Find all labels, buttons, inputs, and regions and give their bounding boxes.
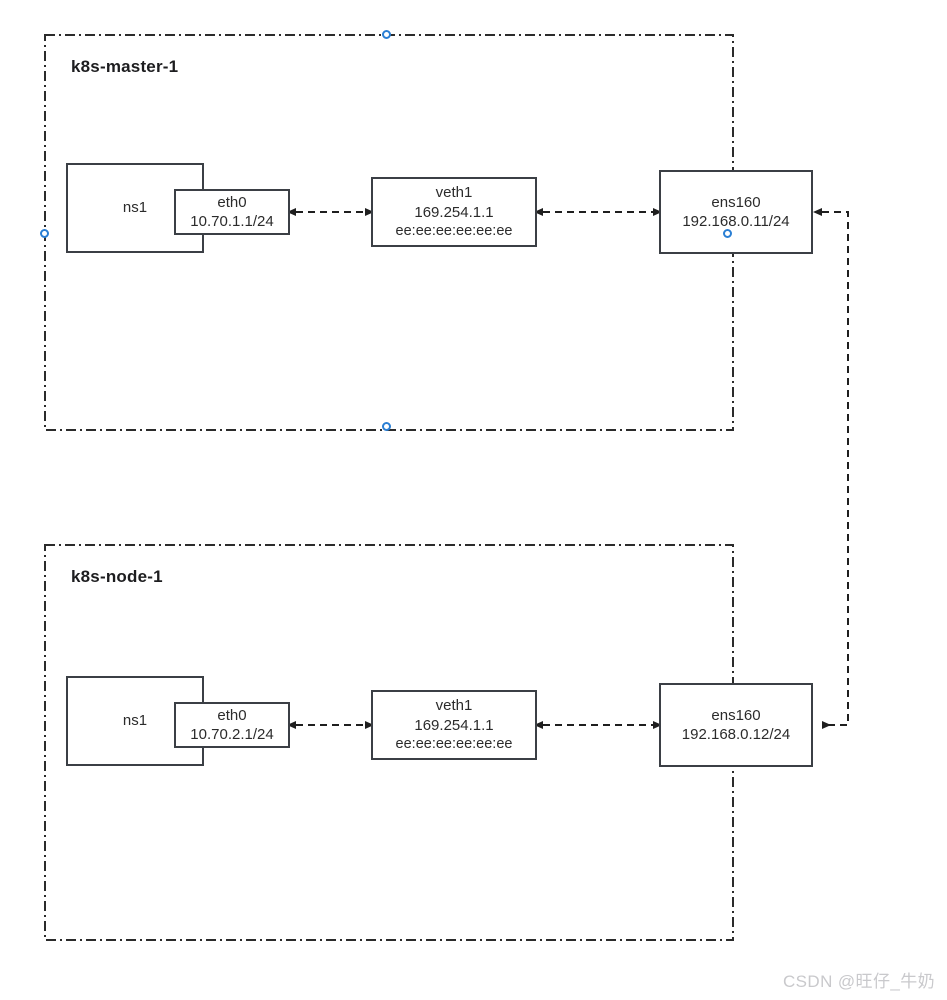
node-master-eth0[interactable]: eth0 10.70.1.1/24 [174, 189, 290, 235]
node-address: 192.168.0.11/24 [682, 213, 790, 230]
node-address: 10.70.1.1/24 [190, 213, 274, 230]
node-address: 10.70.2.1/24 [190, 726, 274, 743]
connector-ens160-uplink [813, 208, 849, 729]
node-master-ens160[interactable]: ens160 192.168.0.11/24 [659, 170, 813, 254]
node-label: ns1 [122, 712, 148, 730]
watermark-text: CSDN @旺仔_牛奶 [783, 972, 936, 991]
node-master-veth1[interactable]: veth1 169.254.1.1 ee:ee:ee:ee:ee:ee [371, 177, 537, 247]
connection-handle-icon-master-bottom[interactable] [382, 422, 391, 431]
node-address: 192.168.0.12/24 [681, 726, 791, 743]
node-label: eth0 [217, 706, 247, 724]
node-node-ens160[interactable]: ens160 192.168.0.12/24 [659, 683, 813, 767]
container-label-k8s-node-1: k8s-node-1 [71, 567, 163, 586]
container-label-k8s-master-1: k8s-master-1 [71, 57, 179, 76]
node-node-eth0[interactable]: eth0 10.70.2.1/24 [174, 702, 290, 748]
node-label: veth1 [435, 184, 473, 202]
connection-handle-icon-ens160-master[interactable] [723, 229, 732, 238]
node-label: eth0 [217, 193, 247, 211]
node-label: ens160 [711, 706, 761, 724]
node-label: ens160 [711, 193, 761, 211]
node-node-veth1[interactable]: veth1 169.254.1.1 ee:ee:ee:ee:ee:ee [371, 690, 537, 760]
connection-handle-icon-master-top[interactable] [382, 30, 391, 39]
node-mac-address: ee:ee:ee:ee:ee:ee [395, 223, 513, 240]
node-mac-address: ee:ee:ee:ee:ee:ee [395, 736, 513, 753]
node-label: veth1 [435, 697, 473, 715]
connection-handle-icon-master-left[interactable] [40, 229, 49, 238]
node-label: ns1 [122, 199, 148, 217]
node-address: 169.254.1.1 [414, 716, 494, 734]
node-address: 169.254.1.1 [414, 203, 494, 221]
